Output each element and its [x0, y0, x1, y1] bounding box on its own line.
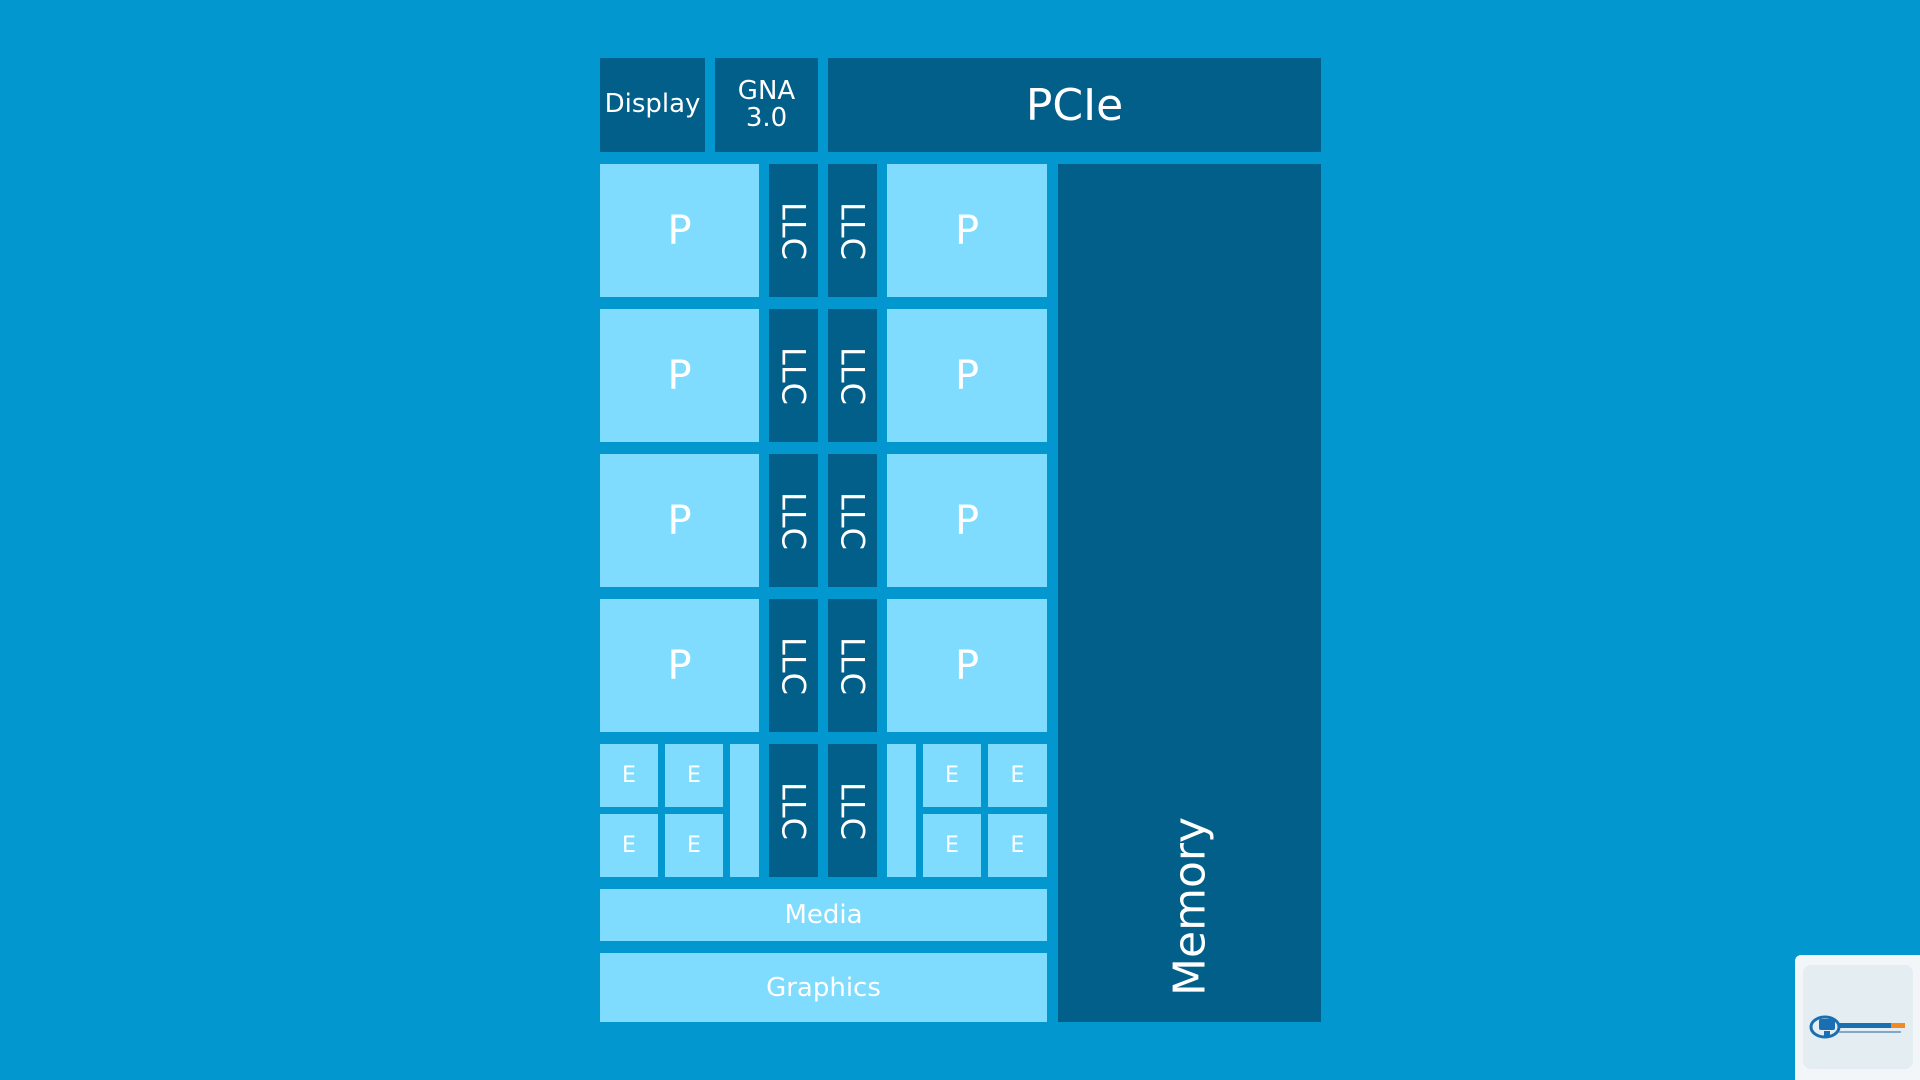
e-core-block: E — [665, 744, 723, 807]
p-core-label: P — [667, 352, 692, 399]
p-core-label: P — [954, 352, 980, 399]
e-core-label: E — [945, 763, 959, 788]
llc-block: LLC — [828, 599, 877, 732]
p-core-block: P — [887, 164, 1047, 297]
p-core-block: P — [600, 454, 759, 587]
e-core-label: E — [622, 833, 636, 858]
e-core-block: E — [923, 744, 981, 807]
p-core-block: P — [887, 454, 1047, 587]
graphics-block: Graphics — [600, 953, 1047, 1022]
p-core-label: P — [667, 642, 692, 689]
e-core-label: E — [945, 833, 959, 858]
llc-label: LLC — [833, 781, 872, 840]
e-core-block: E — [988, 744, 1047, 807]
media-block: Media — [600, 889, 1047, 941]
llc-block: LLC — [769, 164, 818, 297]
llc-block: LLC — [769, 599, 818, 732]
watermark-logo-icon — [1809, 1015, 1905, 1039]
llc-block: LLC — [769, 309, 818, 442]
e-core-block: E — [665, 814, 723, 877]
llc-label: LLC — [833, 491, 872, 550]
p-core-label: P — [667, 207, 692, 254]
display-label: Display — [604, 89, 701, 120]
p-core-label: P — [667, 497, 692, 544]
media-label: Media — [784, 900, 863, 930]
e-core-label: E — [687, 833, 701, 858]
p-core-block: P — [887, 309, 1047, 442]
e-core-block: E — [988, 814, 1047, 877]
memory-block: Memory — [1058, 164, 1321, 1022]
display-block: Display — [600, 58, 705, 152]
graphics-label: Graphics — [766, 972, 881, 1003]
watermark-logo — [1795, 955, 1920, 1080]
e-cluster-cache-strip — [887, 744, 916, 877]
llc-label: LLC — [774, 201, 813, 260]
pcie-block: PCIe — [828, 58, 1321, 152]
p-core-block: P — [600, 599, 759, 732]
llc-label: LLC — [774, 346, 813, 405]
llc-block: LLC — [828, 454, 877, 587]
gna-label: GNA 3.0 — [737, 75, 796, 133]
e-core-block: E — [600, 814, 658, 877]
llc-block: LLC — [828, 309, 877, 442]
llc-label: LLC — [833, 346, 872, 405]
llc-label: LLC — [833, 201, 872, 260]
llc-label: LLC — [774, 781, 813, 840]
llc-block: LLC — [769, 744, 818, 877]
llc-label: LLC — [833, 636, 872, 695]
gna-block: GNA 3.0 — [715, 58, 818, 152]
watermark-logo-panel — [1803, 965, 1913, 1069]
memory-label: Memory — [1164, 817, 1215, 996]
e-core-block: E — [600, 744, 658, 807]
pcie-label: PCIe — [1025, 79, 1124, 131]
e-core-label: E — [622, 763, 636, 788]
llc-block: LLC — [769, 454, 818, 587]
llc-label: LLC — [774, 636, 813, 695]
p-core-label: P — [954, 207, 980, 254]
e-core-label: E — [1010, 763, 1025, 788]
p-core-block: P — [887, 599, 1047, 732]
e-core-label: E — [687, 763, 701, 788]
llc-label: LLC — [774, 491, 813, 550]
e-core-label: E — [1010, 833, 1025, 858]
p-core-label: P — [954, 497, 980, 544]
e-cluster-cache-strip — [730, 744, 759, 877]
e-core-block: E — [923, 814, 981, 877]
p-core-label: P — [954, 642, 980, 689]
p-core-block: P — [600, 164, 759, 297]
p-core-block: P — [600, 309, 759, 442]
llc-block: LLC — [828, 164, 877, 297]
llc-block: LLC — [828, 744, 877, 877]
